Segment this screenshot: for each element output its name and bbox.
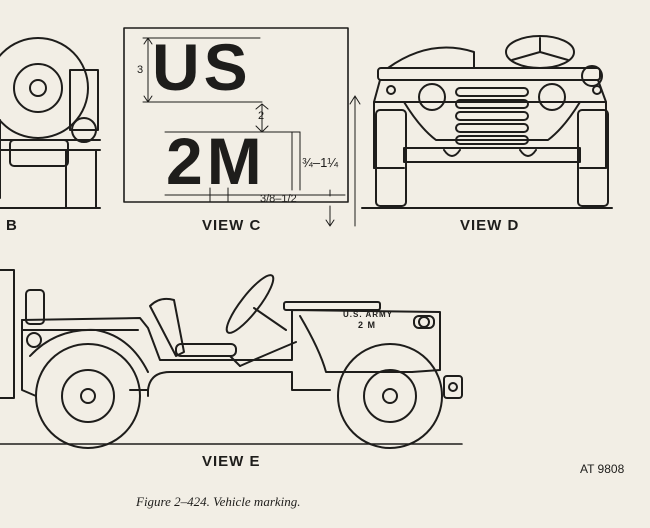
hood-marking-2m: 2 M (358, 320, 377, 330)
figure-caption: Figure 2–424. Vehicle marking. (136, 494, 301, 509)
view-c-label: VIEW C (202, 217, 262, 234)
view-d-label: VIEW D (460, 217, 520, 234)
view-c-dimension-lines (142, 37, 361, 227)
hood-marking-us-army: U.S. ARMY (343, 310, 394, 319)
view-e-side-drawing (0, 269, 463, 449)
view-b-label: B (6, 217, 18, 234)
view-e-label: VIEW E (202, 453, 261, 470)
dimension-letter-gap: 3/8–1/2 (260, 193, 297, 205)
view-c-panel (123, 27, 361, 227)
dimension-line-spacing: 2 (258, 110, 265, 122)
figure-identifier: AT 9808 (580, 462, 625, 476)
dimension-letter-height: 3 (137, 64, 144, 76)
view-c-2m-lettering: 2M (166, 124, 266, 198)
view-c-us-lettering: US (152, 30, 252, 104)
view-d-front-drawing (361, 35, 613, 209)
dimension-stroke-width: ¾–1¼ (302, 155, 339, 170)
view-b-rear-drawing (0, 37, 101, 209)
